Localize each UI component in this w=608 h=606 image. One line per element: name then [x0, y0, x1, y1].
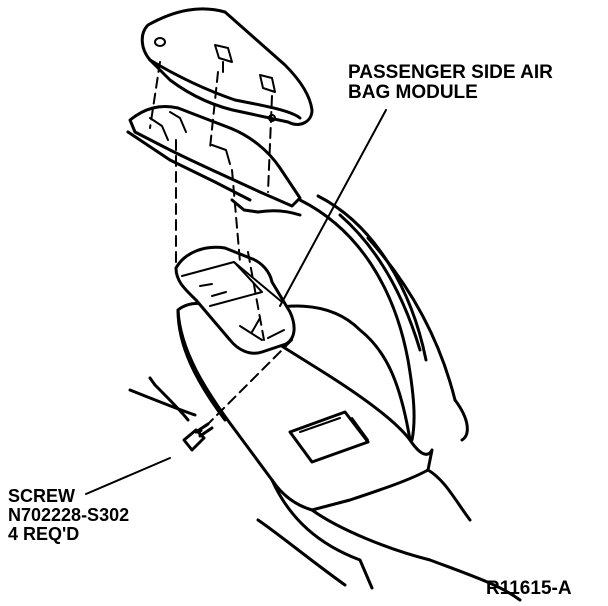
- figure-number: R11615-A: [486, 578, 572, 599]
- trim-cover: [142, 9, 312, 124]
- glovebox-opening: [290, 412, 368, 462]
- instrument-panel: [178, 303, 520, 600]
- leader-lines: [86, 110, 386, 494]
- screw-label: SCREW N702228-S302 4 REQ'D: [8, 487, 129, 544]
- airbag-module: [176, 247, 294, 353]
- airbag-label-line-2: BAG MODULE: [348, 81, 478, 103]
- screw-label-line-1: SCREW: [8, 486, 75, 506]
- dashboard-outline: [300, 196, 467, 440]
- panel-edge: [130, 378, 195, 420]
- screw: [184, 424, 212, 450]
- airbag-module-label: PASSENGER SIDE AIR BAG MODULE: [348, 63, 553, 103]
- retainer-bracket: [128, 107, 300, 216]
- airbag-label-line-1: PASSENGER SIDE AIR: [348, 62, 553, 83]
- screw-label-line-3: 4 REQ'D: [8, 523, 80, 544]
- screw-label-line-2: N702228-S302: [8, 504, 130, 525]
- alignment-lines: [150, 62, 292, 432]
